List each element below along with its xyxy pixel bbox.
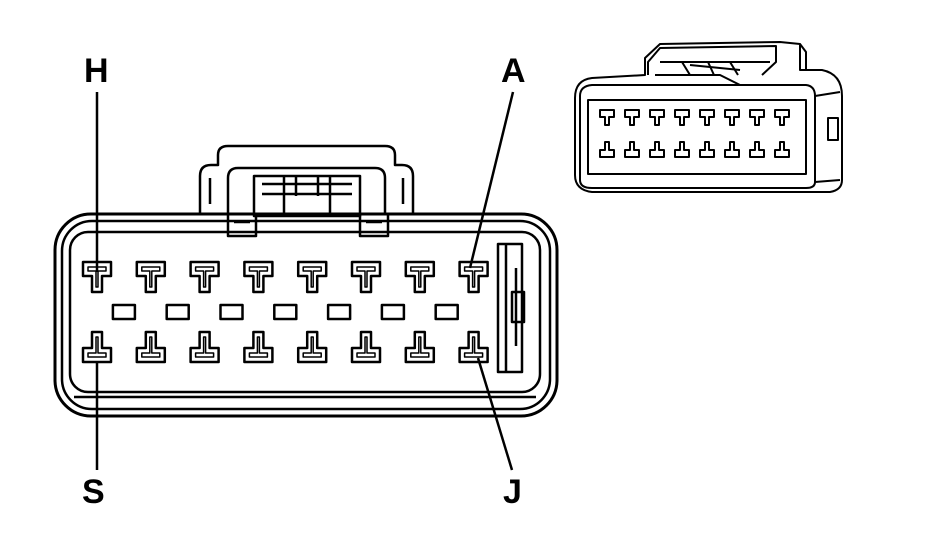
terminal-top xyxy=(458,260,489,294)
bottom-terminal-row xyxy=(81,330,489,364)
thumb-terminal-bottom xyxy=(774,141,790,158)
middle-slot xyxy=(380,303,406,321)
connector-perspective-view xyxy=(574,41,843,193)
pin-label-j: J xyxy=(503,473,522,511)
thumb-terminal-top xyxy=(624,109,640,126)
middle-slot xyxy=(165,303,190,321)
terminal-bottom xyxy=(189,330,220,364)
thumb-terminal-top xyxy=(599,109,615,126)
thumb-terminal-bottom xyxy=(649,141,665,158)
thumb-terminal-bottom xyxy=(749,141,765,158)
connector-face xyxy=(53,144,559,418)
terminal-bottom xyxy=(243,330,274,364)
terminal-top xyxy=(296,260,328,294)
terminal-bottom xyxy=(296,330,328,364)
top-terminal-row xyxy=(81,260,489,294)
leader-lines xyxy=(95,91,515,471)
terminal-top xyxy=(404,260,436,294)
middle-slot xyxy=(111,303,137,321)
thumb-terminal-top xyxy=(749,109,765,126)
middle-slot xyxy=(326,303,352,321)
thumb-terminal-top xyxy=(674,109,690,126)
pin-label-s: S xyxy=(82,473,105,511)
thumb-terminal-bottom xyxy=(599,141,615,158)
terminal-top xyxy=(135,260,167,294)
terminal-bottom xyxy=(404,330,436,364)
terminal-top xyxy=(243,260,274,294)
terminal-top xyxy=(81,260,113,294)
pin-label-a: A xyxy=(501,52,526,90)
leader-line-a xyxy=(468,91,515,269)
terminal-top xyxy=(189,260,220,294)
terminal-top xyxy=(350,260,382,294)
pin-label-h: H xyxy=(84,52,109,90)
thumb-terminal-top xyxy=(699,109,715,126)
terminal-bottom xyxy=(135,330,167,364)
thumb-terminal-top xyxy=(649,109,665,126)
thumb-terminal-bottom xyxy=(724,141,740,158)
thumb-terminal-bottom xyxy=(624,141,640,158)
thumb-terminal-bottom xyxy=(674,141,690,158)
terminal-bottom xyxy=(81,330,113,364)
terminal-bottom xyxy=(458,330,489,364)
middle-slot-row xyxy=(111,303,459,321)
middle-slot xyxy=(434,303,459,321)
terminal-bottom xyxy=(350,330,382,364)
thumb-terminal-top xyxy=(724,109,740,126)
middle-slot xyxy=(273,303,298,321)
leader-line-j xyxy=(476,357,514,471)
thumb-terminal-bottom xyxy=(699,141,715,158)
middle-slot xyxy=(219,303,244,321)
thumb-terminal-top xyxy=(774,109,790,126)
